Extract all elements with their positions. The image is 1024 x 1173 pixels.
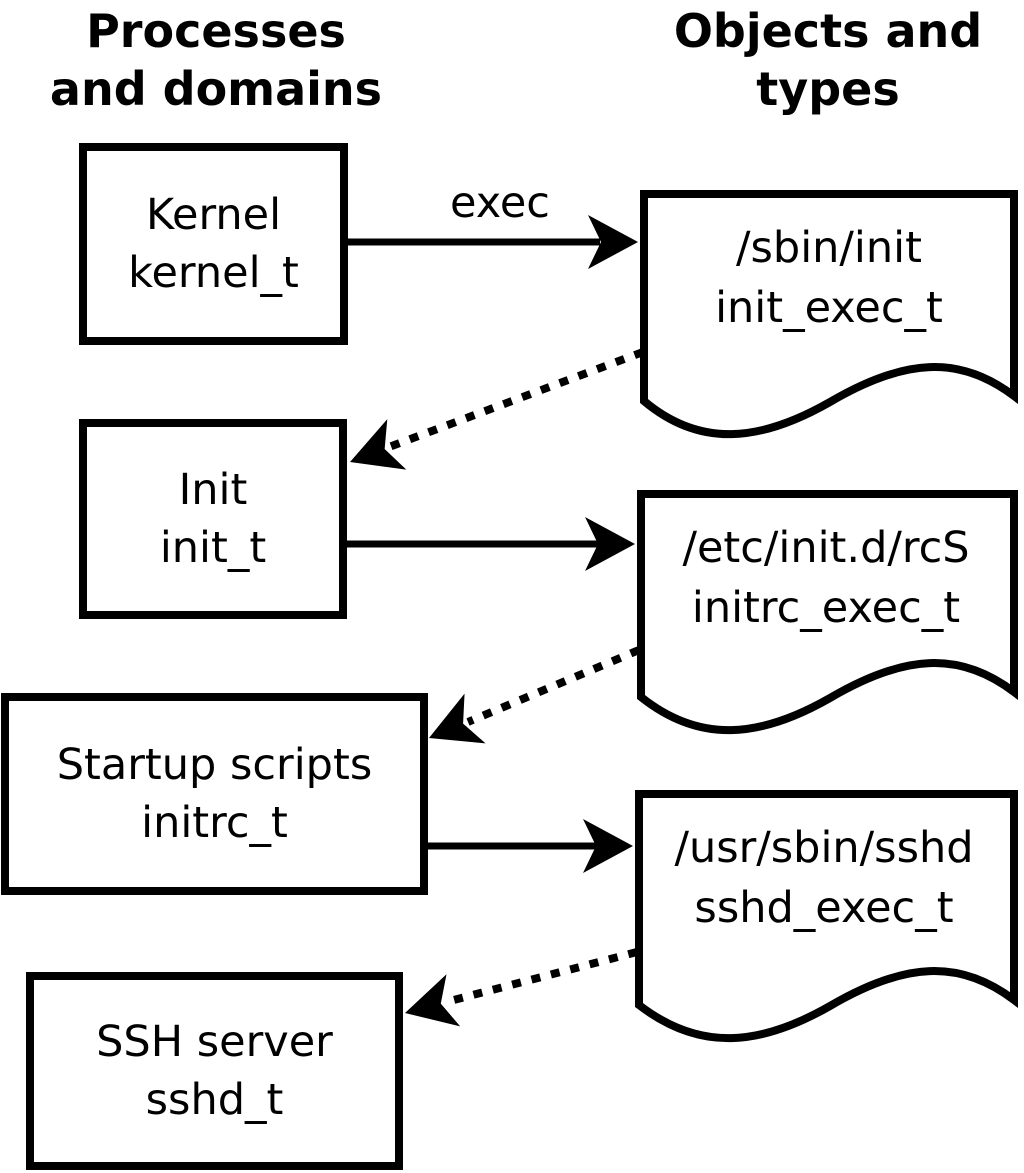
process-box-startup-scripts: Startup scripts initrc_t [1,693,428,895]
header-objects-and-types: Objects and types [622,2,1024,118]
document-shape-sbin-init [640,190,1018,439]
document-label-sbin-init: /sbin/init init_exec_t [648,218,1010,338]
transition-arrow-usr-sbin-sshd-to-ssh-server [405,948,639,1027]
transition-arrow-etc-initd-rcs-to-startup-scripts [429,646,641,744]
document-shape-etc-initd-rcs [637,490,1018,735]
process-box-ssh-server: SSH server sshd_t [26,972,403,1170]
process-box-kernel: Kernel kernel_t [79,143,348,345]
header-line: Processes [86,4,346,58]
object-path: /usr/sbin/sshd [674,823,974,873]
arrowhead-icon [405,974,461,1027]
dotted-line [466,646,641,726]
dotted-line [444,948,639,1006]
process-title: Startup scripts [56,740,373,790]
header-line: Objects and [673,4,983,58]
arrow-init-to-etc-initd-rcs [343,517,635,571]
transition-arrow-sbin-init-to-init [350,348,645,470]
process-box-init: Init init_t [79,419,347,619]
arrowhead-icon [588,215,638,269]
header-line: and domains [49,62,383,116]
arrow-kernel-to-sbin-init [344,215,638,269]
object-type: sshd_exec_t [694,883,954,933]
document-label-usr-sbin-sshd: /usr/sbin/sshd sshd_exec_t [643,818,1005,938]
arrow-label-exec: exec [450,178,550,228]
process-domain-type: initrc_t [141,798,288,848]
header-processes-and-domains: Processes and domains [0,2,432,118]
object-type: initrc_exec_t [691,583,961,633]
object-type: init_exec_t [715,283,943,333]
object-path: /etc/init.d/rcS [682,523,970,573]
arrow-startup-scripts-to-usr-sbin-sshd [424,819,633,873]
arrowhead-icon [429,693,486,744]
process-domain-type: sshd_t [145,1075,284,1125]
header-line: types [756,62,900,116]
process-title: Kernel [145,190,282,240]
arrowhead-icon [583,819,633,873]
arrowhead-icon [585,517,635,571]
process-domain-type: init_t [159,523,267,573]
arrowhead-icon [350,419,407,470]
document-shape-usr-sbin-sshd [635,790,1018,1043]
dotted-line [387,348,645,451]
process-title: SSH server [96,1017,333,1067]
document-label-etc-initd-rcs: /etc/init.d/rcS initrc_exec_t [645,518,1007,638]
process-title: Init [178,465,248,515]
object-path: /sbin/init [736,223,922,273]
process-domain-type: kernel_t [128,248,299,298]
